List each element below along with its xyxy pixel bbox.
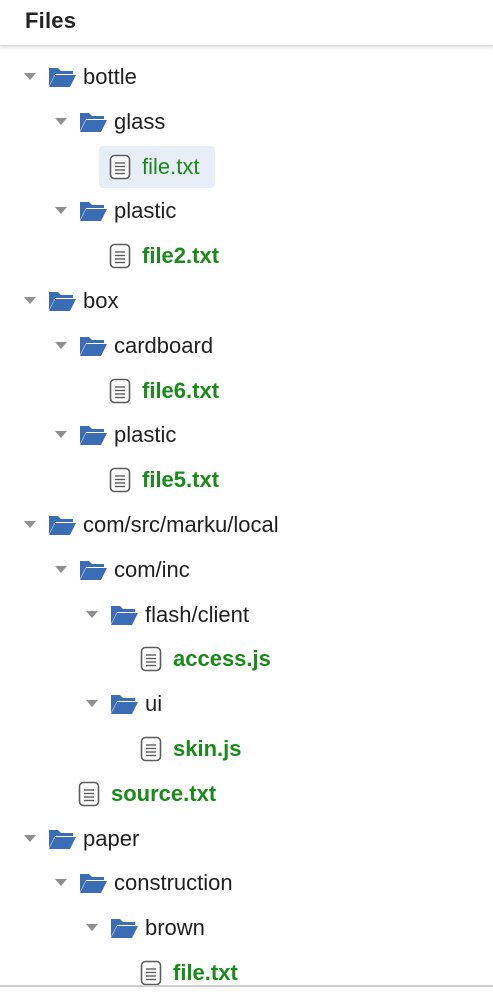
tree-folder-row[interactable]: bottle	[0, 56, 493, 101]
folder-open-icon	[47, 65, 77, 89]
folder-open-icon	[78, 334, 108, 358]
file-text-icon	[140, 646, 162, 672]
tree-folder-row[interactable]: cardboard	[0, 325, 493, 370]
caret-down-icon[interactable]	[55, 565, 67, 573]
folder-open-icon	[78, 558, 108, 582]
file-text-icon	[109, 243, 131, 269]
file-label: file2.txt	[142, 243, 220, 269]
caret-down-icon[interactable]	[55, 879, 67, 887]
tree-file-row[interactable]: source.txt	[0, 773, 493, 818]
folder-label: bottle	[83, 64, 137, 89]
caret-down-icon[interactable]	[24, 73, 36, 80]
tree-file-row[interactable]: file5.txt	[0, 459, 493, 504]
tree-file-row[interactable]: file.txt	[0, 145, 493, 191]
file-label: source.txt	[111, 780, 217, 806]
folder-open-icon	[78, 199, 108, 223]
files-header: Files	[0, 0, 493, 46]
folder-open-icon	[47, 827, 77, 851]
file-tree: bottle glass file.txt plastic file2.txt box ca…	[0, 56, 493, 997]
file-text-icon	[140, 736, 162, 762]
caret-down-icon[interactable]	[86, 700, 98, 708]
caret-down-icon[interactable]	[24, 520, 36, 528]
folder-open-icon	[109, 692, 139, 716]
file-label: file6.txt	[142, 377, 220, 403]
tree-folder-row[interactable]: ui	[0, 683, 493, 728]
caret-down-icon[interactable]	[55, 207, 67, 215]
tree-folder-row[interactable]: com/src/marku/local	[0, 504, 493, 549]
folder-open-icon	[109, 916, 139, 940]
tree-file-row[interactable]: file.txt	[0, 952, 493, 997]
tree-file-row[interactable]: access.js	[0, 638, 493, 683]
folder-label: box	[83, 287, 119, 313]
tree-folder-row[interactable]: plastic	[0, 190, 493, 235]
tree-folder-row[interactable]: construction	[0, 862, 493, 907]
caret-down-icon[interactable]	[24, 296, 36, 304]
folder-label: com/src/marku/local	[83, 511, 279, 537]
file-text-icon	[109, 378, 131, 404]
tree-file-row[interactable]: file2.txt	[0, 235, 493, 280]
file-label: file5.txt	[142, 467, 220, 493]
file-label: skin.js	[173, 735, 242, 761]
folder-open-icon	[47, 289, 77, 313]
folder-label: plastic	[114, 198, 177, 224]
file-label: file.txt	[173, 959, 238, 985]
folder-label: construction	[114, 870, 233, 896]
file-label: access.js	[173, 646, 271, 672]
panel-title: Files	[25, 8, 77, 33]
bottom-divider	[0, 985, 493, 987]
folder-label: plastic	[114, 422, 177, 448]
folder-label: brown	[145, 915, 205, 941]
file-text-icon	[78, 781, 100, 807]
folder-open-icon	[109, 603, 139, 627]
file-label: file.txt	[142, 153, 200, 179]
tree-folder-row[interactable]: com/inc	[0, 549, 493, 594]
folder-label: ui	[145, 691, 163, 717]
tree-folder-row[interactable]: box	[0, 280, 493, 325]
caret-down-icon[interactable]	[86, 610, 98, 618]
folder-label: flash/client	[145, 601, 249, 627]
folder-label: paper	[83, 825, 140, 851]
caret-down-icon[interactable]	[24, 834, 36, 842]
file-text-icon	[109, 154, 131, 180]
caret-down-icon[interactable]	[86, 924, 98, 932]
folder-label: cardboard	[114, 332, 214, 358]
tree-file-row[interactable]: file6.txt	[0, 370, 493, 415]
tree-folder-row[interactable]: glass	[0, 101, 493, 146]
folder-open-icon	[78, 110, 108, 134]
file-text-icon	[140, 960, 162, 986]
folder-label: com/inc	[114, 556, 190, 582]
caret-down-icon[interactable]	[55, 117, 67, 125]
folder-open-icon	[78, 423, 108, 447]
caret-down-icon[interactable]	[55, 431, 67, 439]
folder-open-icon	[78, 871, 108, 895]
tree-folder-row[interactable]: flash/client	[0, 594, 493, 639]
tree-folder-row[interactable]: paper	[0, 818, 493, 863]
folder-label: glass	[114, 108, 166, 134]
tree-folder-row[interactable]: brown	[0, 907, 493, 952]
caret-down-icon[interactable]	[55, 341, 67, 349]
file-text-icon	[109, 467, 131, 493]
tree-file-row[interactable]: skin.js	[0, 728, 493, 773]
folder-open-icon	[47, 513, 77, 537]
tree-folder-row[interactable]: plastic	[0, 414, 493, 459]
